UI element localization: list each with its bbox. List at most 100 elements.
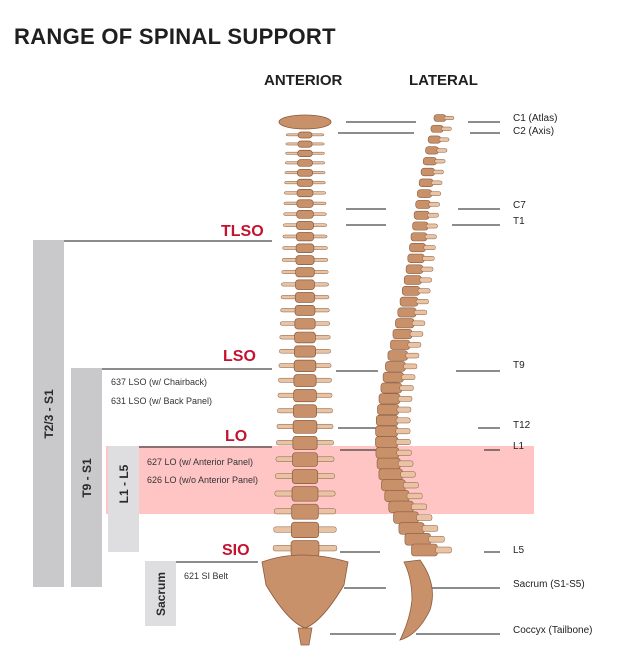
sio-range-bar: Sacrum	[145, 561, 176, 626]
product-626-lo: 626 LO (w/o Anterior Panel)	[147, 475, 259, 485]
anterior-vertebra	[280, 305, 330, 316]
anterior-vertebra	[282, 220, 328, 230]
level-c1: C1 (Atlas)	[513, 113, 558, 124]
anterior-vertebra	[284, 168, 326, 177]
lateral-vertebra	[412, 221, 438, 231]
level-coccyx: Coccyx (Tailbone)	[513, 625, 593, 636]
anterior-vertebra	[276, 435, 334, 451]
lateral-vertebra	[425, 146, 448, 155]
lso-range-bar: T9 - S1	[71, 368, 102, 587]
anterior-vertebra	[285, 149, 325, 158]
lateral-vertebra	[415, 200, 440, 209]
lateral-vertebra	[404, 532, 445, 546]
lateral-vertebra	[376, 457, 414, 470]
lateral-vertebra	[375, 414, 411, 426]
lateral-vertebra	[381, 479, 419, 492]
lateral-vertebra	[375, 436, 411, 448]
anterior-vertebra	[279, 331, 331, 344]
lateral-heading: LATERAL	[409, 72, 478, 89]
lateral-vertebra	[382, 371, 416, 383]
anterior-vertebra	[273, 521, 337, 539]
anterior-vertebra	[280, 292, 330, 303]
anterior-vertebra	[283, 189, 327, 198]
lateral-vertebra	[384, 490, 423, 502]
page-title: RANGE OF SPINAL SUPPORT	[14, 24, 336, 49]
lateral-vertebra	[385, 361, 418, 372]
lateral-vertebra	[409, 243, 436, 253]
anterior-sacrum	[261, 554, 349, 629]
sio-label: SIO	[222, 542, 250, 559]
lo-label: LO	[225, 428, 248, 445]
leader-lines	[64, 121, 500, 635]
lateral-vertebra	[375, 447, 412, 459]
lateral-sacrum	[399, 559, 433, 641]
lateral-vertebra	[388, 500, 428, 513]
lateral-vertebra	[398, 522, 439, 535]
tlso-label: TLSO	[221, 223, 264, 240]
lateral-vertebra	[422, 157, 446, 166]
lateral-vertebra	[395, 318, 426, 329]
product-627-lo: 627 LO (w/ Anterior Panel)	[147, 457, 254, 467]
anterior-vertebra	[282, 243, 328, 253]
lateral-vertebra	[378, 393, 413, 405]
anterior-vertebra	[283, 210, 327, 219]
anterior-vertebra	[277, 404, 333, 418]
lateral-vertebra	[397, 307, 428, 318]
anterior-vertebra	[285, 131, 325, 139]
anterior-vertebra	[275, 469, 335, 484]
lateral-vertebra	[380, 382, 414, 394]
lateral-vertebra	[375, 425, 411, 437]
lateral-vertebra	[427, 135, 450, 144]
anterior-vertebra	[272, 540, 338, 557]
anterior-vertebra	[284, 178, 326, 187]
anterior-vertebra	[278, 359, 332, 372]
anterior-vertebra	[274, 486, 336, 502]
lateral-vertebra	[392, 328, 424, 340]
tlso-range-bar: T2/3 - S1	[33, 240, 64, 587]
anterior-heading: ANTERIOR	[264, 72, 343, 89]
lateral-vertebra	[393, 511, 433, 524]
anterior-vertebra	[279, 345, 331, 358]
lateral-vertebra	[420, 167, 444, 177]
level-t1: T1	[513, 216, 525, 227]
anterior-vertebra	[277, 389, 333, 403]
level-sacrum: Sacrum (S1-S5)	[513, 579, 585, 590]
anterior-vertebra	[274, 503, 336, 520]
anterior-vertebra	[275, 452, 335, 467]
anterior-vertebra	[284, 159, 326, 167]
anterior-vertebra	[283, 199, 327, 208]
lateral-vertebra	[377, 404, 412, 416]
lateral-vertebra	[413, 210, 439, 220]
lateral-vertebra	[378, 468, 416, 481]
lateral-vertebra	[411, 543, 452, 557]
anterior-spine	[261, 114, 349, 646]
level-c2: C2 (Axis)	[513, 126, 555, 137]
lateral-vertebra	[387, 350, 420, 361]
lateral-vertebra	[430, 124, 452, 133]
level-t12: T12	[513, 420, 531, 431]
lateral-vertebra	[417, 189, 442, 198]
level-l5: L5	[513, 545, 525, 556]
lateral-vertebra	[407, 253, 435, 264]
lateral-vertebra	[403, 275, 432, 285]
lateral-vertebra	[399, 296, 429, 307]
anterior-vertebra	[281, 255, 329, 265]
level-c7: C7	[513, 200, 526, 211]
lateral-vertebra	[418, 178, 443, 187]
product-637-lso: 637 LSO (w/ Chairback)	[111, 377, 208, 387]
lateral-spine	[375, 114, 455, 641]
anterior-vertebra	[276, 419, 334, 434]
anterior-vertebra	[278, 374, 332, 387]
lso-label: LSO	[223, 348, 256, 365]
anterior-vertebra	[279, 318, 331, 330]
anterior-vertebra	[281, 267, 329, 278]
anterior-vertebra	[285, 140, 325, 148]
anterior-vertebra	[282, 232, 328, 242]
lateral-vertebra	[410, 232, 437, 242]
level-l1: L1	[513, 441, 525, 452]
anterior-coccyx	[297, 627, 313, 646]
lateral-vertebra	[405, 264, 434, 274]
product-621-si-belt: 621 SI Belt	[184, 571, 229, 581]
lateral-vertebra	[390, 339, 422, 350]
